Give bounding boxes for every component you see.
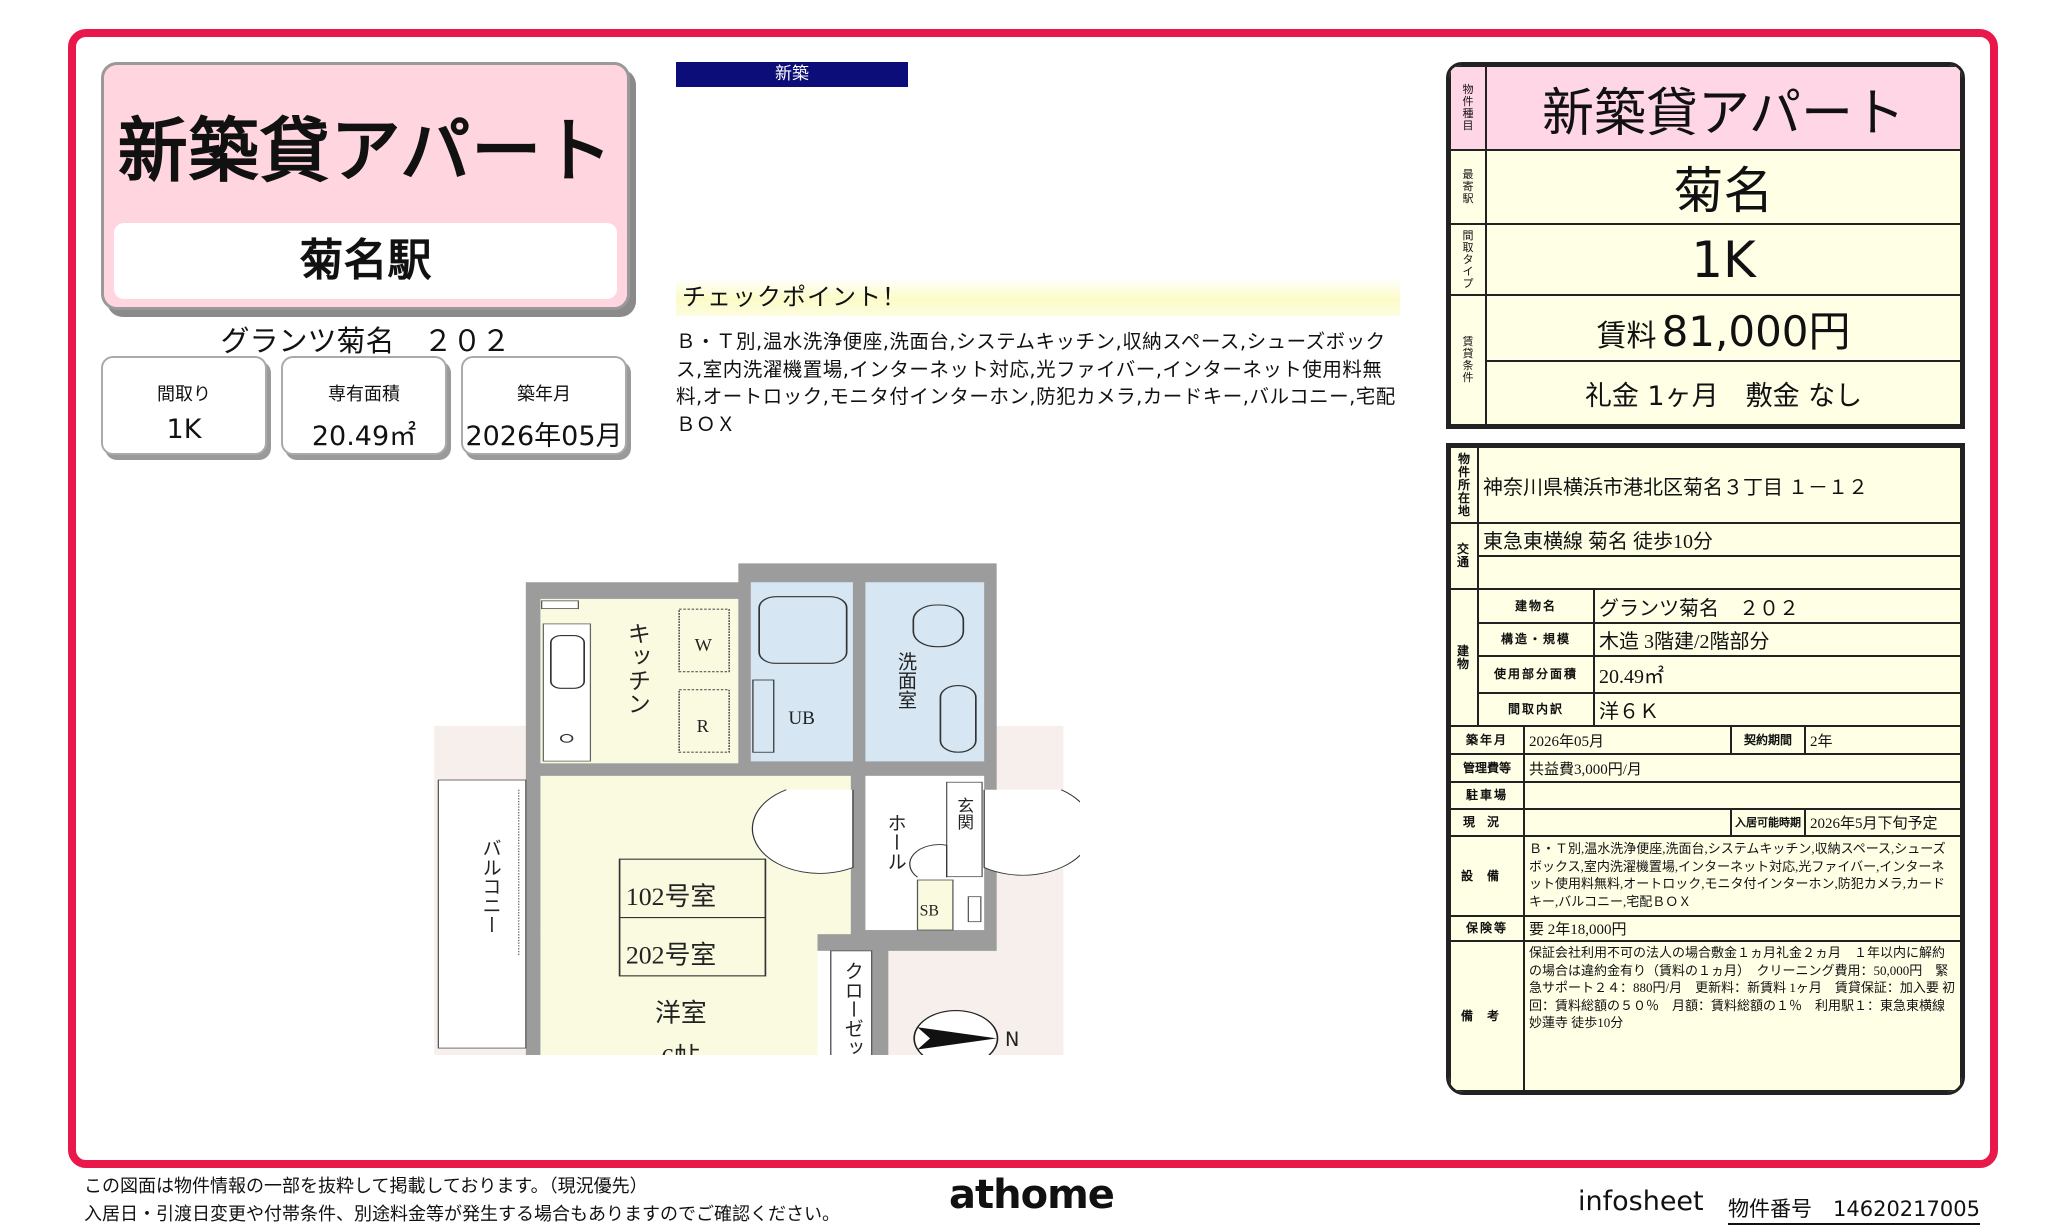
washroom-label: 洗面室 [895, 652, 918, 710]
status-value [1523, 808, 1732, 837]
structure-value: 木造 3階建/2階部分 [1593, 622, 1962, 657]
bname-label: 建物名 [1477, 588, 1595, 624]
athome-logo: athome [949, 1172, 1115, 1218]
fridge-label: R [697, 716, 710, 736]
card-label: 築年月 [517, 384, 571, 405]
property-type-title: 新築貸アパート [117, 110, 614, 192]
remarks-label: 備考 [1449, 940, 1525, 1092]
built-value: 2026年05月 [1523, 725, 1732, 755]
card-value: 2026年05月 [465, 421, 623, 452]
card-label: 間取り [157, 384, 211, 405]
structure-label: 構造・規模 [1477, 622, 1595, 657]
building-name: グランツ菊名 ２０２ [220, 324, 511, 358]
building-label: 建物 [1449, 588, 1479, 727]
page-frame [68, 29, 1998, 1168]
checkpoint-heading: チェックポイント！ [676, 278, 1400, 316]
equip-value: Ｂ・Ｔ別,温水洗浄便座,洗面台,システムキッチン,収納スペース,シューズボックス… [1523, 835, 1962, 917]
washer-label: W [695, 635, 713, 655]
movein-label: 入居可能時期 [1730, 808, 1806, 837]
new-badge: 新築 [676, 62, 908, 87]
footer-note-2: 入居日・引渡日変更や付帯条件、別途料金等が発生する場合もありますのでご確認くださ… [84, 1204, 840, 1225]
transport-label: 交通 [1449, 522, 1479, 590]
bath-label: UB [788, 708, 815, 729]
north-label: N [1005, 1028, 1019, 1051]
card-area: 専有面積 20.49㎡ [281, 356, 447, 455]
room-202-label: 202号室 [626, 940, 716, 969]
infosheet-label: infosheet [1578, 1186, 1704, 1217]
built-label: 築年月 [1449, 725, 1525, 755]
layout-detail-label: 間取内訳 [1477, 692, 1595, 727]
rent-value: 81,000円 [1661, 306, 1851, 356]
insurance-label: 保険等 [1449, 915, 1525, 942]
type-label: 物件種目 [1449, 65, 1487, 151]
checkpoint-text: Ｂ・Ｔ別,温水洗浄便座,洗面台,システムキッチン,収納スペース,シューズボックス… [676, 330, 1396, 436]
card-built: 築年月 2026年05月 [461, 356, 627, 455]
room-label: 洋室 [655, 999, 707, 1028]
hall-label: ホール [884, 813, 906, 870]
term-value: 2年 [1804, 725, 1962, 755]
balcony-label: バルコニー [479, 838, 501, 934]
card-value: 20.49㎡ [311, 421, 417, 452]
room-size-label: 6帖 [661, 1042, 700, 1055]
movein-value: 2026年5月下旬予定 [1804, 808, 1962, 837]
fee-label: 管理費等 [1449, 753, 1525, 783]
shoebox-label: SB [920, 902, 939, 919]
layout-value: 1K [1485, 223, 1962, 296]
footer-note-1: この図面は物件情報の一部を抜粋して掲載しております。（現況優先） [84, 1176, 648, 1197]
layout-label: 間取タイプ [1449, 223, 1487, 296]
rent-label: 賃貸条件 [1449, 294, 1487, 426]
bname-value: グランツ菊名 ２０２ [1593, 588, 1962, 624]
area-value: 20.49㎡ [1593, 655, 1962, 694]
title-box: 新築貸アパート 菊名駅 [101, 62, 630, 310]
insurance-value: 要 2年18,000円 [1523, 915, 1962, 942]
equip-label: 設備 [1449, 835, 1525, 917]
layout-detail-value: 洋６Ｋ [1593, 692, 1962, 727]
card-value: 1K [166, 414, 202, 445]
closet-label: クローゼット [841, 961, 863, 1055]
details-table: 物件所在地神奈川県横浜市港北区菊名３丁目 １－１２ 交通東急東横線 菊名 徒歩1… [1446, 443, 1965, 1095]
floor-plan: キッチン W R UB 洗面室 ホール 玄関 SB バルコニー 102号室 20… [434, 563, 1080, 1055]
plan-body [434, 563, 1080, 1055]
transport-value: 東急東横線 菊名 徒歩10分 [1477, 522, 1962, 557]
transport-value-2 [1477, 555, 1962, 590]
station-value: 菊名 [1485, 149, 1962, 225]
deposit-value: 礼金 1ヶ月 敷金 なし [1485, 360, 1962, 426]
address-value: 神奈川県横浜市港北区菊名３丁目 １－１２ [1477, 446, 1962, 524]
parking-value [1523, 781, 1962, 810]
kitchen-label: キッチン [623, 622, 649, 715]
station-label: 最寄駅 [1449, 149, 1487, 225]
card-layout: 間取り 1K [101, 356, 267, 455]
term-label: 契約期間 [1730, 725, 1806, 755]
type-value: 新築貸アパート [1485, 65, 1962, 151]
status-label: 現況 [1449, 808, 1525, 837]
entrance-label: 玄関 [955, 796, 974, 830]
fee-value: 共益費3,000円/月 [1523, 753, 1962, 783]
card-label: 専有面積 [328, 384, 400, 405]
parking-label: 駐車場 [1449, 781, 1525, 810]
remarks-value: 保証会社利用不可の法人の場合敷金１ヵ月礼金２ヵ月 １年以内に解約の場合は違約金有… [1523, 940, 1962, 1092]
station-label: 菊名駅 [114, 223, 617, 299]
rent-prefix: 賃料 [1596, 318, 1657, 354]
room-102-label: 102号室 [626, 882, 716, 911]
area-label: 使用部分面積 [1477, 655, 1595, 694]
property-number: 物件番号 14620217005 [1728, 1193, 1980, 1225]
address-label: 物件所在地 [1449, 446, 1479, 524]
